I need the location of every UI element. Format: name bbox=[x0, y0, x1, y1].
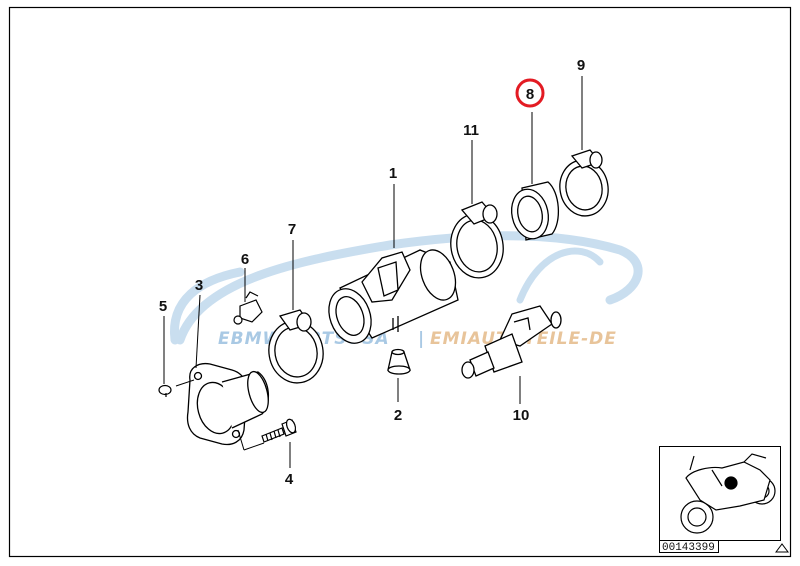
watermark-separator: | bbox=[418, 329, 425, 349]
part-label-4[interactable]: 4 bbox=[285, 471, 294, 488]
part-label-9[interactable]: 9 bbox=[577, 57, 585, 74]
thumbnail-box: 00143399 bbox=[659, 446, 789, 554]
part-7-hose-clamp[interactable] bbox=[264, 309, 328, 387]
part-label-10[interactable]: 10 bbox=[513, 407, 530, 424]
diagram-code: 00143399 bbox=[662, 542, 715, 554]
part-label-8[interactable]: 8 bbox=[526, 86, 534, 103]
part-9-hose-clamp[interactable] bbox=[556, 149, 613, 220]
part-6-bracket[interactable] bbox=[233, 291, 263, 325]
part-8-sleeve[interactable] bbox=[507, 181, 559, 242]
part-label-5[interactable]: 5 bbox=[159, 298, 167, 315]
part-label-3[interactable]: 3 bbox=[195, 277, 203, 294]
part-label-7[interactable]: 7 bbox=[288, 221, 296, 238]
part-2-cap[interactable] bbox=[387, 348, 411, 375]
part-10-injector[interactable] bbox=[461, 305, 562, 379]
part-3-intake-flange[interactable] bbox=[186, 362, 273, 446]
part-label-1[interactable]: 1 bbox=[389, 165, 397, 182]
part-label-2[interactable]: 2 bbox=[394, 407, 402, 424]
part-label-6[interactable]: 6 bbox=[241, 251, 249, 268]
part-11-hose-clamp[interactable] bbox=[446, 201, 508, 282]
diagram-frame bbox=[8, 6, 792, 558]
highlight-ring bbox=[515, 78, 545, 108]
triangle-icon bbox=[775, 543, 789, 553]
leader-lines bbox=[163, 76, 583, 468]
motorcycle-icon bbox=[680, 453, 776, 534]
part-label-11[interactable]: 11 bbox=[463, 122, 479, 139]
part-4-screw[interactable] bbox=[261, 418, 297, 443]
part-5-small-screw[interactable] bbox=[158, 384, 172, 398]
part-1-housing[interactable] bbox=[322, 245, 462, 349]
